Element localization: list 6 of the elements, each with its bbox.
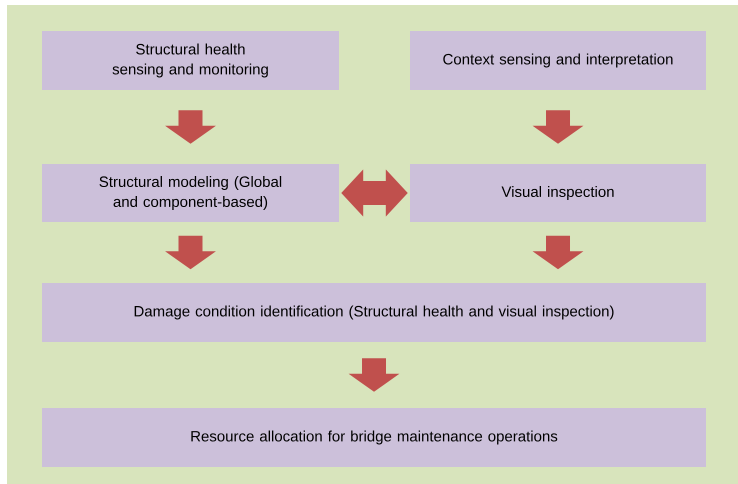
process-box: Visual inspection: [410, 164, 706, 222]
process-box: Context sensing and interpretation: [410, 31, 706, 90]
process-box: Damage condition identification (Structural health and visual inspection): [42, 283, 706, 342]
process-box: Structural health sensing and monitoring: [42, 31, 339, 90]
process-box: Structural modeling (Global and component-based): [42, 164, 339, 222]
process-box: Resource allocation for bridge maintenance operations: [42, 408, 706, 467]
